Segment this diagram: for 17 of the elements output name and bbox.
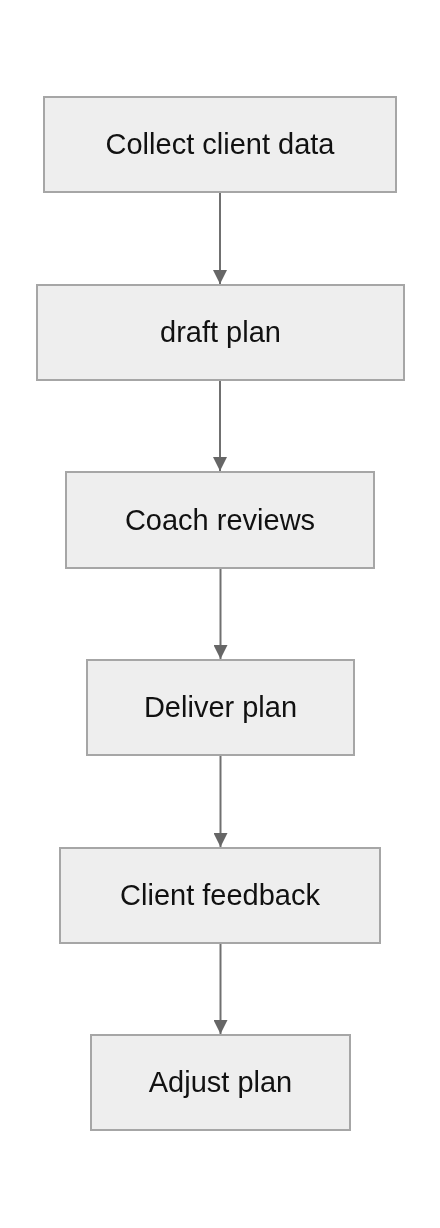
arrow xyxy=(213,568,228,660)
step-label: Coach reviews xyxy=(124,503,316,537)
arrow xyxy=(213,380,227,472)
arrow xyxy=(213,943,228,1035)
process-box xyxy=(86,659,355,756)
arrow xyxy=(213,192,227,285)
step-label: Deliver plan xyxy=(143,691,298,724)
step-label: Client feedback xyxy=(120,879,320,912)
arrow xyxy=(213,755,228,848)
process-box xyxy=(65,471,375,569)
process-box xyxy=(59,847,381,944)
process-box xyxy=(90,1034,351,1131)
step-label: draft plan xyxy=(160,316,281,349)
step-label: Collect client data xyxy=(105,128,335,161)
process-box xyxy=(43,96,397,193)
step-label: Adjust plan xyxy=(148,1066,293,1099)
process-box xyxy=(36,284,405,381)
